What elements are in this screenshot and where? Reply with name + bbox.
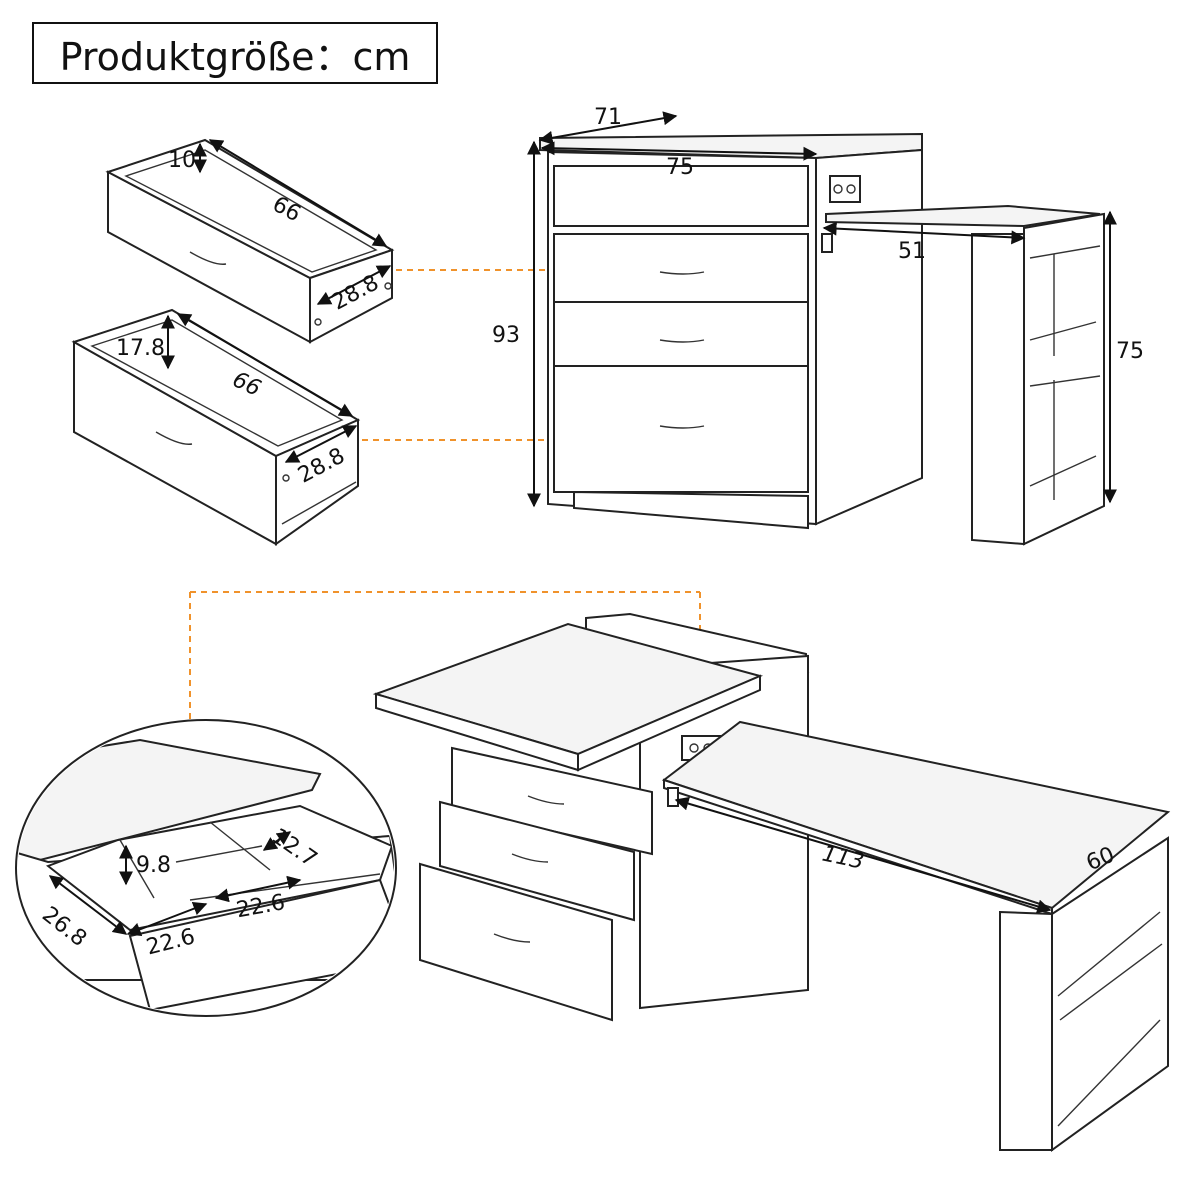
- cabinet-front-view: [527, 111, 923, 530]
- page-title: Produktgröße：cm: [59, 34, 411, 79]
- dim-side-table-height: 75: [1116, 339, 1144, 364]
- desk-assembly: [372, 612, 1171, 1152]
- dim-small-drawer-height: 10: [168, 148, 196, 173]
- title-box: Produktgröße：cm: [32, 22, 438, 84]
- dim-cabinet-width: 75: [666, 155, 694, 180]
- tray-closeup: [15, 719, 397, 1017]
- dim-tray-depth: 9.8: [136, 853, 171, 878]
- side-table-extension: [821, 204, 1117, 546]
- dim-side-table-length: 51: [898, 239, 926, 264]
- large-drawer: [71, 308, 361, 546]
- dim-large-drawer-height: 17.8: [116, 336, 165, 361]
- dim-cabinet-height: 93: [492, 323, 520, 348]
- small-drawer: [105, 138, 395, 344]
- dim-cabinet-depth: 71: [594, 105, 622, 130]
